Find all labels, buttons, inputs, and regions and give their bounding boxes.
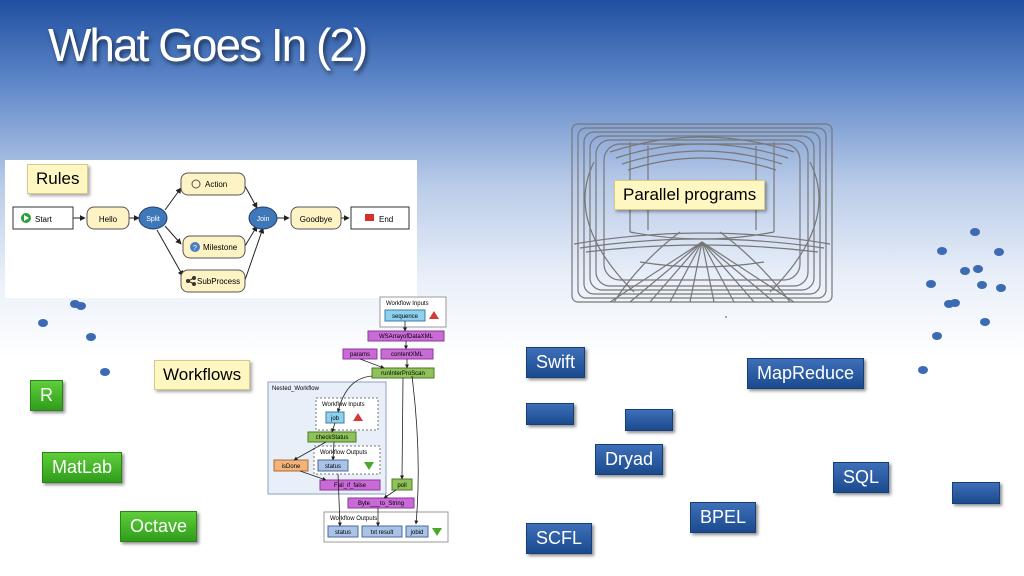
job-label: job xyxy=(330,416,340,422)
join-label: Join xyxy=(257,216,270,223)
end-label: End xyxy=(379,215,393,224)
subprocess-label: SubProcess xyxy=(197,277,240,286)
rules-diagram: Start Hello Split Action ? Milestone xyxy=(5,160,417,298)
nested-outputs-label: Workflow Outputs xyxy=(320,450,367,456)
decor-dot xyxy=(926,280,936,288)
triangle-down-icon xyxy=(432,528,442,536)
milestone-label: Milestone xyxy=(203,243,238,252)
goodbye-node: Goodbye xyxy=(290,206,342,230)
octave-tag: Octave xyxy=(120,511,198,542)
fail-if-false-label: Fail_if_false xyxy=(334,483,367,489)
rules-flowchart: Start Hello Split Action ? Milestone xyxy=(12,172,410,293)
split-node: Split xyxy=(138,206,168,230)
decor-dot xyxy=(980,318,990,326)
triangle-up-icon xyxy=(429,311,439,319)
nested-inputs-label: Workflow Inputs xyxy=(322,402,365,408)
workflow-outputs-label: Workflow Outputs xyxy=(330,516,377,522)
ws-array-label: WSArrayofDataXML xyxy=(379,334,434,340)
blank-tag xyxy=(625,409,673,431)
decor-dot xyxy=(38,319,48,327)
decor-dot xyxy=(996,284,1006,292)
subprocess-node: SubProcess xyxy=(180,269,246,293)
decor-dot xyxy=(977,281,987,289)
decor-dot xyxy=(86,333,96,341)
decor-dot xyxy=(918,366,928,374)
hello-node: Hello xyxy=(86,206,130,230)
check-status-label: checkStatus xyxy=(316,435,349,441)
slide-title: What Goes In (2) xyxy=(48,19,368,71)
stop-icon xyxy=(365,214,374,221)
decor-dot xyxy=(70,300,80,308)
byte-to-string-label: Byte___to_String xyxy=(358,501,404,507)
help-icon xyxy=(190,242,200,252)
decor-dot xyxy=(960,267,970,275)
decor-dot xyxy=(76,302,86,310)
is-done-label: isDone xyxy=(282,464,301,470)
parallel-graph-lines xyxy=(571,123,833,318)
workflow-diagram: Workflow Inputs sequence WSArrayofDataXM… xyxy=(266,296,456,546)
share-icon xyxy=(186,276,196,286)
rules-callout: Rules xyxy=(27,164,89,194)
join-node: Join xyxy=(248,206,278,230)
sequence-label: sequence xyxy=(392,314,419,320)
triangle-down-icon xyxy=(364,462,374,470)
start-node: Start xyxy=(12,206,74,230)
txt-result-label: txt result xyxy=(371,530,394,536)
blank-tag xyxy=(952,482,1000,504)
milestone-node: ? Milestone xyxy=(182,235,246,259)
parallel-graph: Parallel programs xyxy=(570,122,834,318)
decor-dot xyxy=(973,265,983,273)
swift-tag: Swift xyxy=(526,347,586,378)
matlab-tag: MatLab xyxy=(42,452,123,483)
action-label: Action xyxy=(205,180,227,189)
workflow-inputs-label: Workflow Inputs xyxy=(386,301,429,307)
mapreduce-tag: MapReduce xyxy=(747,358,865,389)
split-label: Split xyxy=(146,216,160,223)
params-label: params xyxy=(350,352,370,358)
goodbye-label: Goodbye xyxy=(300,215,333,224)
workflow-graph: Workflow Inputs sequence WSArrayofDataXM… xyxy=(267,296,449,543)
decor-dot xyxy=(970,228,980,236)
decor-dot xyxy=(950,299,960,307)
start-label: Start xyxy=(35,215,53,224)
action-node: Action xyxy=(180,172,246,196)
status-label: status xyxy=(325,464,341,470)
decor-dot xyxy=(994,248,1004,256)
nested-workflow-label: Nested_Workflow xyxy=(272,386,320,392)
svg-text:?: ? xyxy=(193,245,197,252)
workflows-callout: Workflows xyxy=(154,360,251,390)
decor-dot xyxy=(100,368,110,376)
bpel-tag: BPEL xyxy=(690,502,757,533)
gear-icon xyxy=(191,179,201,189)
dryad-tag: Dryad xyxy=(595,444,664,475)
decor-dot xyxy=(932,332,942,340)
r-tag: R xyxy=(30,380,63,411)
parallel-programs-callout: Parallel programs xyxy=(614,180,766,210)
triangle-up-icon xyxy=(353,413,363,421)
blank-tag xyxy=(526,403,574,425)
end-node: End xyxy=(350,206,410,230)
decor-dot xyxy=(944,300,954,308)
run-interpro-scan-label: runInterProScan xyxy=(381,371,425,377)
scfl-tag: SCFL xyxy=(526,523,593,554)
jobid-label: jobid xyxy=(410,530,424,536)
content-xml-label: contentXML xyxy=(391,352,424,358)
poll-label: poll xyxy=(397,483,406,489)
decor-dot xyxy=(937,247,947,255)
hello-label: Hello xyxy=(99,215,118,224)
out-status-label: status xyxy=(335,530,351,536)
sql-tag: SQL xyxy=(833,462,890,493)
